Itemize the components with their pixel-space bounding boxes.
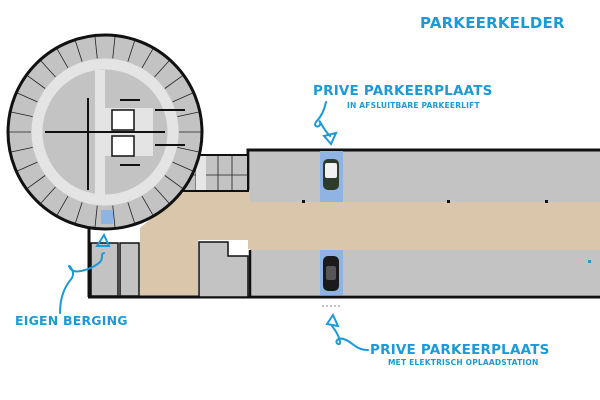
car-icon	[323, 256, 339, 291]
cell-divider	[40, 186, 56, 204]
arrow-storage	[59, 252, 105, 314]
cell-divider	[112, 205, 116, 228]
cell-divider	[27, 175, 46, 189]
elevator	[111, 109, 135, 131]
cell-divider	[27, 75, 46, 89]
lift-spot-title: PRIVE PARKEERPLAATS	[313, 83, 493, 99]
cell-divider	[40, 60, 56, 78]
elevator	[111, 135, 135, 157]
cell-divider	[11, 111, 33, 118]
arrowhead-icon	[322, 131, 338, 146]
charging-spot-subtitle: MET ELEKTRISCH OPLAADSTATION	[388, 358, 539, 367]
cell-divider	[164, 175, 183, 189]
cell-divider	[94, 36, 98, 59]
cell-divider	[141, 48, 154, 69]
circular-corridor	[31, 58, 179, 206]
arrow-lift-spot	[314, 101, 331, 137]
cell-divider	[112, 36, 116, 59]
parking-zone-upper	[250, 151, 600, 202]
cell-divider	[127, 40, 136, 62]
aisle-strip	[248, 202, 600, 249]
page-title: PARKEERKELDER	[420, 14, 565, 32]
cell-divider	[11, 146, 33, 153]
cell-divider	[154, 60, 170, 78]
storage-room	[198, 241, 249, 298]
car-icon	[323, 159, 339, 190]
lift-spot-subtitle: IN AFSLUITBARE PARKEERLIFT	[347, 101, 480, 110]
cell-divider	[56, 195, 69, 216]
arrowhead-icon	[325, 312, 340, 328]
cell-divider	[154, 186, 170, 204]
cell-divider	[141, 195, 154, 216]
cell-divider	[177, 146, 199, 153]
cell-divider	[17, 92, 38, 103]
charging-spot-title: PRIVE PARKEERPLAATS	[370, 342, 550, 358]
arrowhead-icon	[95, 232, 111, 247]
own-storage-highlight	[101, 210, 113, 224]
arrow-charging-spot	[331, 325, 369, 351]
cell-divider	[172, 92, 193, 103]
cell-divider	[127, 202, 136, 224]
cell-divider	[94, 205, 98, 228]
storage-label: EIGEN BERGING	[15, 313, 128, 328]
parking-zone-lower	[250, 250, 600, 295]
storage-room	[119, 242, 140, 297]
cell-divider	[74, 202, 83, 224]
cell-divider	[74, 40, 83, 62]
cell-divider	[164, 75, 183, 89]
cell-divider	[177, 111, 199, 118]
storage-room	[90, 242, 119, 297]
cell-divider	[17, 161, 38, 172]
cell-divider	[172, 161, 193, 172]
central-corridor	[95, 70, 105, 198]
cell-divider	[56, 48, 69, 69]
